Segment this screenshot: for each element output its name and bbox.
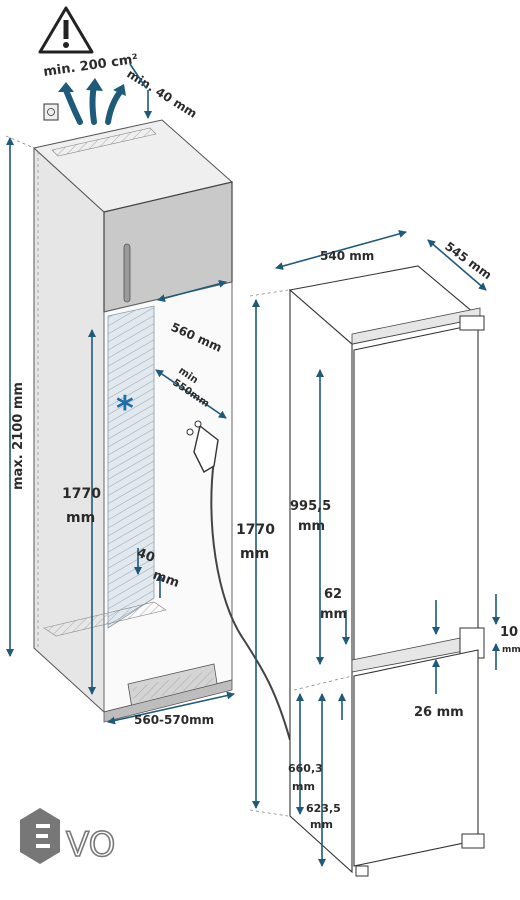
niche-width-label: 560-570mm: [134, 713, 214, 727]
airflow-arrows-icon: [58, 78, 126, 125]
appliance-width-label: 540 mm: [320, 249, 374, 263]
top-gap-label: min. 40 mm: [124, 67, 199, 121]
min-depth-dimension: [155, 369, 227, 419]
gap-unit: mm: [320, 607, 347, 622]
opening-depth-dimension: [157, 279, 227, 303]
appliance-width-dimension: [275, 230, 407, 270]
upper-door-value: 995,5: [290, 499, 331, 514]
upper-door-unit: mm: [298, 519, 325, 534]
cavity-height-value: 1770: [62, 486, 101, 502]
appliance-height-unit: mm: [240, 546, 269, 562]
brand-name: VO: [66, 825, 115, 865]
max-height-label: max. 2100 mm: [11, 382, 26, 490]
side-gap-value: 40: [135, 546, 157, 566]
warning-triangle-icon: [38, 6, 94, 54]
appliance-depth-label: 545 mm: [442, 239, 494, 282]
cavity-height-unit: mm: [66, 510, 95, 526]
lower-a-value: 660,3: [288, 762, 323, 775]
lower-b-unit: mm: [310, 818, 333, 831]
socket-icon: [43, 103, 59, 121]
refrigerator-appliance: [288, 265, 485, 877]
asterisk-mark: *: [116, 389, 134, 429]
lower-a-unit: mm: [292, 780, 315, 793]
hinge-value: 10: [500, 625, 518, 640]
gap-value: 62: [324, 587, 342, 602]
cabinet-niche: [32, 119, 234, 723]
brand-logo: VO: [20, 808, 116, 866]
appliance-depth-dimension: [427, 239, 487, 291]
ventilation-label: min. 200 cm²: [42, 52, 139, 80]
appliance-height-value: 1770: [236, 522, 275, 538]
power-plug-icon: [186, 420, 291, 741]
offset-label: 26 mm: [414, 705, 464, 720]
top-gap-leader: [129, 63, 147, 89]
lower-b-value: 623,5: [306, 802, 341, 815]
hinge-unit: mm: [502, 645, 520, 655]
niche-width-dimension: [107, 691, 235, 725]
